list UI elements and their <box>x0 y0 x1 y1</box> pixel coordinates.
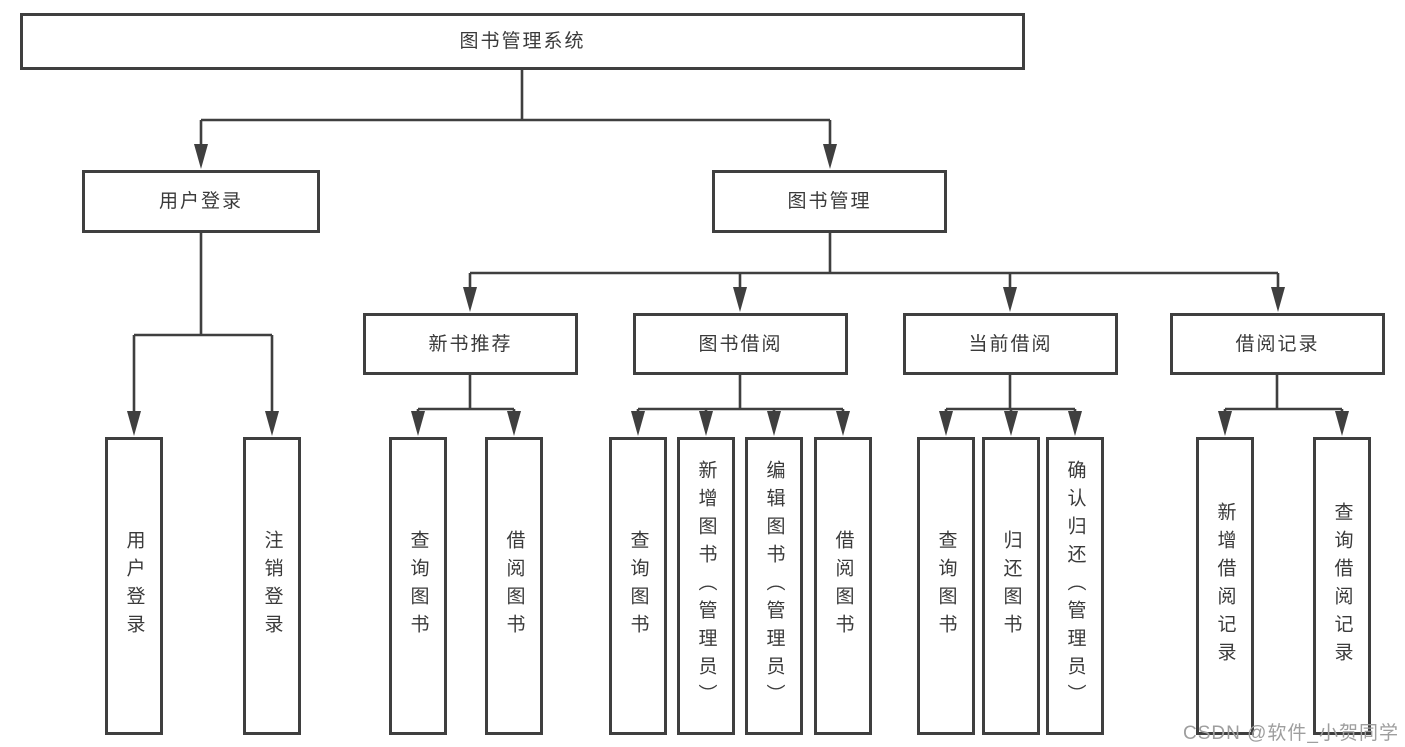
node-book-management: 图书管理 <box>712 170 947 233</box>
leaf-edit-book-admin: 编辑图书（管理员） <box>745 437 803 735</box>
node-library-management-system: 图书管理系统 <box>20 13 1025 70</box>
leaf-query-borrow-record: 查询借阅记录 <box>1313 437 1371 735</box>
leaf-logout: 注销登录 <box>243 437 301 735</box>
leaf-user-login: 用户登录 <box>105 437 163 735</box>
node-new-book-recommendation: 新书推荐 <box>363 313 578 375</box>
node-user-login: 用户登录 <box>82 170 320 233</box>
leaf-confirm-return-admin: 确认归还（管理员） <box>1046 437 1104 735</box>
leaf-add-borrow-record: 新增借阅记录 <box>1196 437 1254 735</box>
node-book-borrowing: 图书借阅 <box>633 313 848 375</box>
node-current-borrowing: 当前借阅 <box>903 313 1118 375</box>
node-borrowing-records: 借阅记录 <box>1170 313 1385 375</box>
leaf-borrow-books: 借阅图书 <box>814 437 872 735</box>
leaf-query-books-borrow: 查询图书 <box>609 437 667 735</box>
leaf-query-books-current: 查询图书 <box>917 437 975 735</box>
leaf-query-books-recommend: 查询图书 <box>389 437 447 735</box>
leaf-add-book-admin: 新增图书（管理员） <box>677 437 735 735</box>
leaf-return-book: 归还图书 <box>982 437 1040 735</box>
leaf-borrow-books-recommend: 借阅图书 <box>485 437 543 735</box>
csdn-watermark: CSDN @软件_小贺同学 <box>1183 723 1399 744</box>
